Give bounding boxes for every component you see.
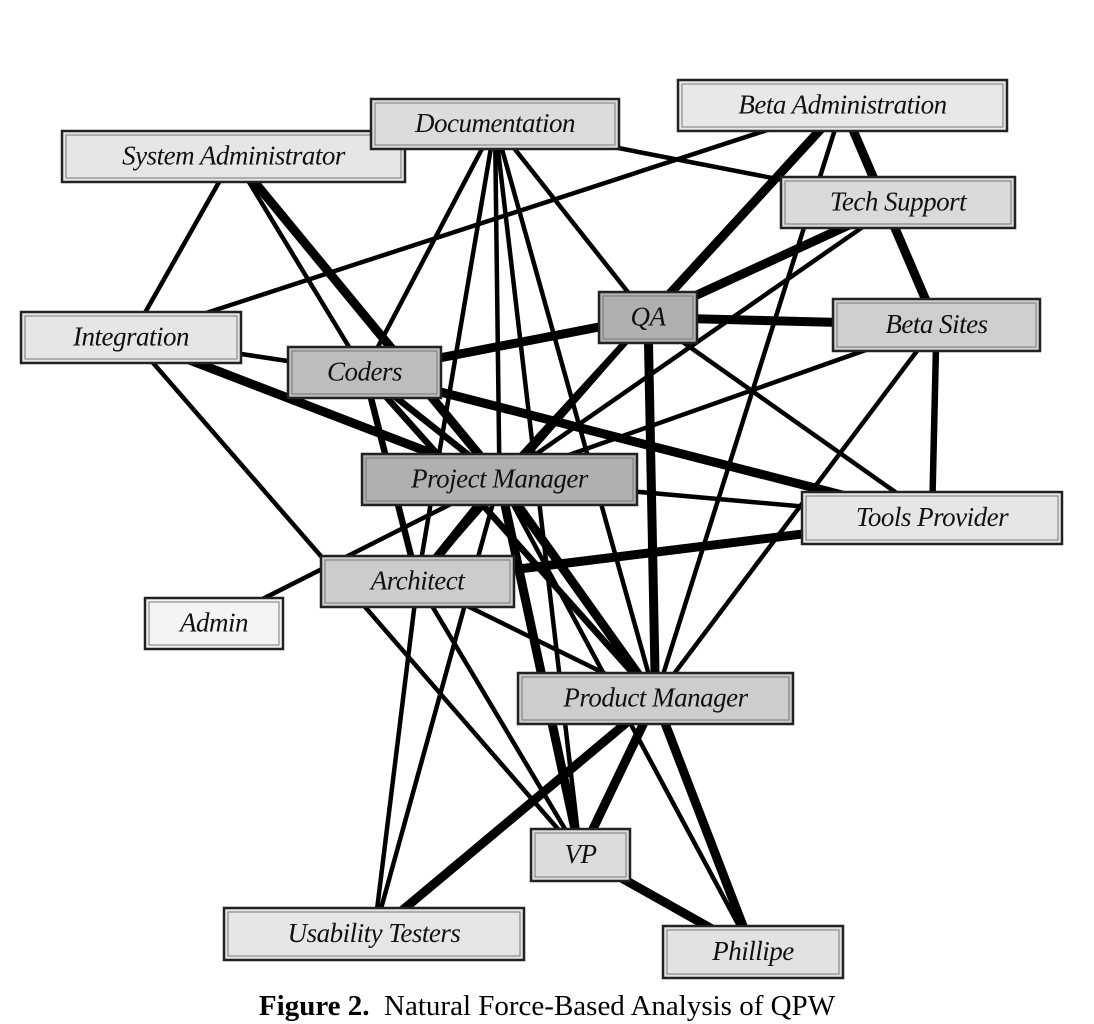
node-label: Phillipe — [711, 936, 794, 966]
node-label: Architect — [369, 566, 466, 596]
node-inner-border — [784, 180, 1012, 225]
node-inner-border — [521, 676, 790, 721]
node-box — [529, 827, 632, 883]
edge-system-administrator-integration — [129, 155, 236, 339]
edge-architect-usability-testers — [371, 581, 420, 935]
node-box — [222, 906, 526, 962]
node-box — [19, 310, 243, 365]
edge-qa-product-manager — [643, 317, 660, 699]
node-project-manager: Project Manager — [360, 452, 639, 507]
node-label: Project Manager — [410, 464, 589, 494]
node-box — [831, 297, 1042, 353]
node-label: Coders — [327, 357, 402, 387]
caption-text: Natural Force-Based Analysis of QPW — [384, 990, 836, 1022]
node-tools-provider: Tools Provider — [800, 490, 1064, 546]
edge-architect-vp — [415, 580, 583, 857]
node-coders: Coders — [286, 345, 443, 400]
node-system-administrator: System Administrator — [60, 129, 407, 184]
edge-system-administrator-coders — [231, 155, 367, 374]
node-label: Tech Support — [830, 187, 968, 217]
node-inner-border — [227, 911, 521, 957]
node-inner-border — [291, 350, 438, 395]
edge-qa-tools-provider — [646, 315, 934, 520]
node-label: Beta Administration — [738, 90, 946, 120]
node-inner-border — [805, 495, 1059, 541]
node-box — [60, 129, 407, 184]
node-phillipe: Phillipe — [661, 924, 845, 980]
caption-label: Figure 2. — [258, 990, 370, 1022]
node-inner-border — [666, 929, 840, 975]
node-label: Integration — [72, 322, 189, 352]
node-qa: QA — [597, 290, 699, 345]
node-inner-border — [374, 102, 616, 146]
node-box — [779, 175, 1017, 230]
node-tech-support: Tech Support — [779, 175, 1017, 230]
node-vp: VP — [529, 827, 632, 883]
node-label: Tools Provider — [856, 502, 1009, 532]
nodes-layer: System Administrator Documentation Beta Ad… — [19, 78, 1064, 980]
node-box — [143, 596, 285, 651]
node-box — [369, 97, 621, 151]
node-label: Admin — [178, 608, 248, 638]
edge-documentation-product-manager — [492, 123, 658, 700]
node-label: VP — [565, 839, 597, 869]
node-beta-sites: Beta Sites — [831, 297, 1042, 353]
node-box — [800, 490, 1064, 546]
node-beta-administration: Beta Administration — [676, 78, 1009, 133]
edge-beta-sites-product-manager — [653, 323, 939, 700]
node-inner-border — [324, 559, 511, 604]
node-integration: Integration — [19, 310, 243, 365]
edge-project-manager-product-manager — [495, 476, 660, 702]
node-architect: Architect — [319, 554, 516, 609]
node-documentation: Documentation — [369, 97, 621, 151]
node-box — [319, 554, 516, 609]
edge-beta-sites-tools-provider — [928, 324, 940, 519]
edge-product-manager-usability-testers — [371, 695, 659, 938]
edge-project-manager-vp — [495, 478, 585, 856]
node-inner-border — [148, 601, 280, 646]
node-usability-testers: Usability Testers — [222, 906, 526, 962]
edge-beta-administration-qa — [644, 102, 846, 321]
node-box — [597, 290, 699, 345]
node-inner-border — [836, 302, 1037, 348]
node-box — [676, 78, 1009, 133]
edge-system-administrator-project-manager — [230, 153, 503, 483]
node-inner-border — [681, 83, 1004, 128]
node-label: Documentation — [414, 108, 575, 138]
edge-tech-support-project-manager — [498, 200, 900, 482]
node-label: Usability Testers — [288, 918, 461, 948]
node-box — [286, 345, 443, 400]
node-inner-border — [65, 134, 402, 179]
node-inner-border — [365, 457, 634, 502]
edge-documentation-project-manager — [492, 123, 502, 480]
node-inner-border — [534, 832, 627, 878]
node-label: System Administrator — [122, 141, 346, 171]
node-label: QA — [631, 302, 667, 332]
node-box — [661, 924, 845, 980]
node-admin: Admin — [143, 596, 285, 651]
edge-project-manager-usability-testers — [371, 478, 502, 935]
edge-documentation-qa — [493, 122, 650, 319]
node-label: Product Manager — [562, 683, 748, 713]
node-box — [516, 671, 795, 726]
node-inner-border — [24, 315, 238, 360]
figure-caption: Figure 2. Natural Force-Based Analysis o… — [0, 990, 1094, 1023]
node-inner-border — [602, 295, 694, 340]
node-product-manager: Product Manager — [516, 671, 795, 726]
node-box — [360, 452, 639, 507]
node-label: Beta Sites — [885, 309, 987, 339]
edge-product-manager-phillipe — [651, 696, 758, 954]
edge-beta-administration-integration — [130, 103, 844, 340]
edge-documentation-coders — [362, 122, 497, 374]
